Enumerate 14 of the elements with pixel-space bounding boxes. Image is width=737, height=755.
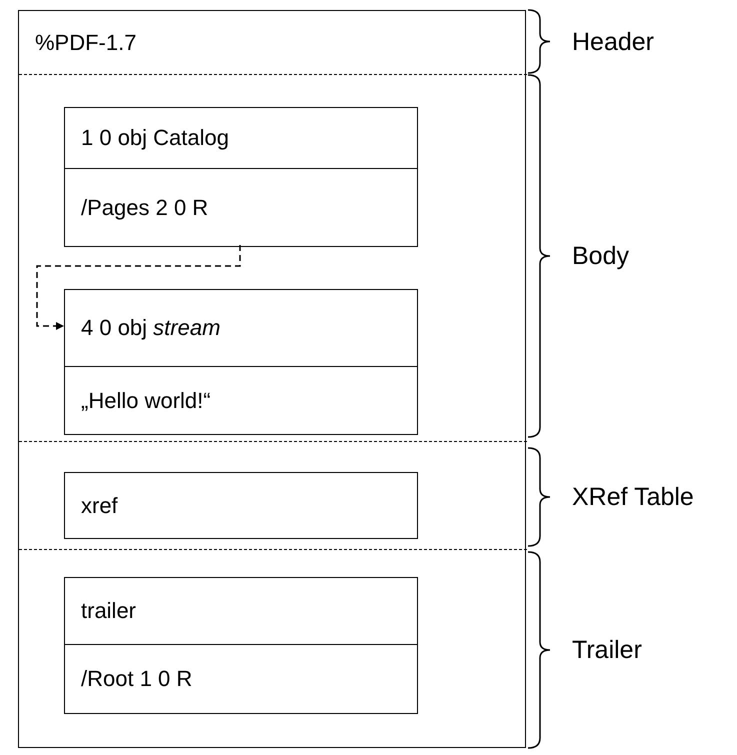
section-label: Trailer (572, 635, 643, 666)
object-field: xref (64, 472, 418, 539)
file-frame (18, 10, 526, 748)
object-field: „Hello world!“ (64, 366, 418, 435)
section-label: XRef Table (572, 482, 695, 513)
section-label: Body (572, 241, 630, 272)
object-field: trailer (64, 577, 418, 645)
object-field: /Pages 2 0 R (64, 168, 418, 247)
dashed-arrow (36, 245, 241, 330)
object-field: 4 0 obj stream (64, 289, 418, 367)
object-field: /Root 1 0 R (64, 644, 418, 714)
object-field: 1 0 obj Catalog (64, 107, 418, 169)
header-text: %PDF-1.7 (35, 30, 136, 56)
section-label: Header (572, 26, 655, 58)
